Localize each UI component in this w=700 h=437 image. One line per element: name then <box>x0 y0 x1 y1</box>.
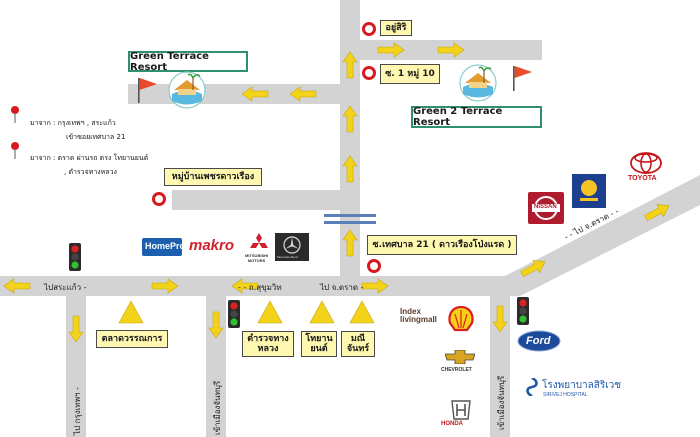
resort-logo-icon <box>168 71 206 109</box>
note-from-bangkok-2: เข้าซอยเทศบาล 21 <box>66 133 126 141</box>
location-marker-icon <box>362 66 376 80</box>
map-pin-icon <box>11 106 19 123</box>
chevrolet-logo-icon <box>445 350 475 364</box>
mitsubishi-logo-icon <box>250 233 268 248</box>
flag-icon <box>513 66 532 91</box>
sirivej-hospital-logo-icon <box>526 378 538 396</box>
sirivej-hospital-name-en: SIRIVEJ HOSPITAL <box>543 392 588 398</box>
toyota-logo-icon <box>630 152 662 174</box>
resort-logo-icon <box>459 64 497 102</box>
sirivej-hospital-name: โรงพยาบาลสิริเวช <box>542 380 622 391</box>
traffic-light-icon <box>517 297 529 325</box>
road-label-to-chanthaburi-left: เข้าเมืองจันทบุรี <box>213 380 222 435</box>
ban-phet-label: หมู่บ้านเพชรดาวเรือง <box>164 168 262 186</box>
chevrolet-logo: CHEVROLET <box>441 367 472 373</box>
mercedes-star-icon <box>283 236 301 254</box>
honda-logo: HONDA <box>441 421 463 427</box>
left-branch-road <box>66 296 86 437</box>
mitsubishi-logo: MITSUBISHI MOTORS <box>245 253 269 263</box>
location-marker-icon <box>367 259 381 273</box>
ban-phet-soi-road <box>172 190 340 210</box>
road-label-to-trat: ไป จ.ตราด - <box>320 283 364 292</box>
traffic-light-icon <box>228 300 240 328</box>
talad-worarat-label: ตลาดวรรณการ <box>96 330 168 348</box>
toyota-logo: TOYOTA <box>628 175 657 182</box>
soi-tessaban21-label: ซ.เทศบาล 21 ( ดาวเรืองโป่งแรด ) <box>367 235 517 255</box>
shell-logo-icon <box>448 306 474 332</box>
honda-logo-icon <box>451 400 471 420</box>
nissan-logo: NISSAN <box>528 192 564 224</box>
note-from-trat-2: , ตำรวจทางหลวง <box>64 168 117 176</box>
ford-logo-icon <box>517 330 561 352</box>
tamruat-label: ตำรวจทาง หลวง <box>242 331 294 357</box>
road-label-sukhumvit: - - ถ.สุขุมวิท <box>238 283 282 292</box>
note-from-bangkok: มาจาก : กรุงเทพฯ , สระแก้ว <box>30 119 116 127</box>
location-marker-icon <box>362 22 376 36</box>
main-soi-road <box>340 0 360 280</box>
thai-bank-logo-icon <box>572 174 606 208</box>
toyota-yont-label: โทยาน ยนต์ <box>301 331 337 357</box>
ford-logo: Ford <box>526 335 551 347</box>
right-branch-road <box>490 296 510 437</box>
homepro-logo: HomePro <box>142 238 185 256</box>
bridge-icon <box>324 214 376 224</box>
mercedes-logo: Mercedes-Benz <box>275 233 309 261</box>
road-label-to-sa-kaeo: ไปสระแก้ว - <box>44 283 87 292</box>
green-terrace-resort-label: Green Terrace Resort <box>128 51 248 73</box>
soi1-moo10-label: ซ. 1 หมู่ 10 <box>380 64 440 84</box>
index-livingmall-logo: Index livingmall <box>400 307 437 325</box>
makro-logo: makro <box>189 237 235 254</box>
road-label-to-bangkok: ไป กรุงเทพฯ - <box>73 387 82 435</box>
road-label-to-chanthaburi-right: เข้าเมืองจันทบุรี <box>497 375 506 430</box>
mani-chan-label: มณี จันทร์ <box>341 331 375 357</box>
location-marker-icon <box>152 192 166 206</box>
traffic-light-icon <box>69 243 81 271</box>
nissan-emblem-icon <box>532 196 560 220</box>
yu-siri-label: อยู่สิริ <box>380 20 412 36</box>
green2-terrace-resort-label: Green 2 Terrace Resort <box>411 106 542 128</box>
sukhumvit-road <box>0 276 520 296</box>
map-pin-icon <box>11 142 19 159</box>
flag-icon <box>138 78 157 103</box>
note-from-trat: มาจาก : ตราด ผ่านรถ ตรง โทยานยนต์ <box>30 154 149 162</box>
